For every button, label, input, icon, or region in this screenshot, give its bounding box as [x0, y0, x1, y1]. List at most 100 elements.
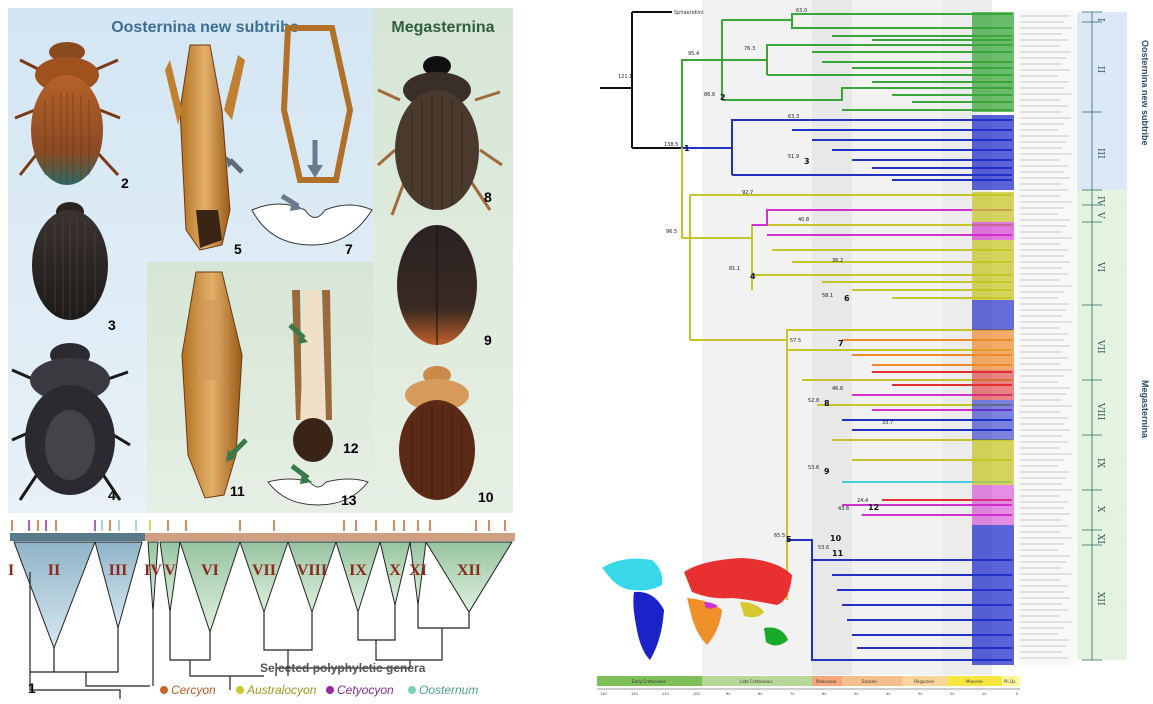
clade-label-IX: IX — [349, 562, 367, 579]
figure-number-9: 9 — [484, 332, 492, 348]
figure-number-10: 10 — [478, 489, 494, 505]
right-clade-V: V — [1095, 211, 1105, 219]
legend-label-cetyocyon: Cetyocyon — [337, 683, 394, 697]
clade-label-IV: IV — [144, 562, 162, 579]
period-label-late-cretaceous: Late Cretaceous — [740, 679, 773, 684]
figure-number-3: 3 — [108, 317, 116, 333]
time-tick-50: 50 — [854, 692, 858, 696]
right-clade-VI: VI — [1095, 261, 1105, 272]
time-tick-110: 110 — [662, 692, 669, 696]
geologic-timescale: Early Cretaceous Late Cretaceous Paleoce… — [597, 676, 1020, 696]
node-number-4: 4 — [750, 272, 756, 281]
right-clade-I: I — [1095, 18, 1105, 22]
time-tick-120: 120 — [631, 692, 638, 696]
node-number-9: 9 — [824, 467, 830, 476]
node-age-2: 138.5 — [664, 142, 678, 148]
right-clade-VII: VII — [1095, 339, 1105, 354]
node-age-23: 63.0 — [796, 8, 807, 14]
time-tick-130: 130 — [600, 692, 607, 696]
legend-swatch-cercyon — [160, 686, 168, 694]
node-age-18: 53.6 — [808, 465, 819, 471]
node-age-1: 121.1 — [618, 74, 632, 80]
side-label-megasternina: Megasternina — [1140, 380, 1150, 439]
period-label-eocene: Eocene — [862, 679, 877, 684]
clade-label-VII: VII — [252, 562, 276, 579]
node-number-6: 6 — [844, 294, 850, 303]
node-age-14: 57.5 — [790, 338, 801, 344]
node-age-6: 63.3 — [788, 114, 799, 120]
time-tick-80: 80 — [758, 692, 762, 696]
map-region-palearctic — [684, 558, 792, 605]
node-age-15: 52.8 — [808, 398, 819, 404]
clade-label-XI: XI — [409, 562, 427, 579]
figure-number-11: 11 — [230, 483, 245, 499]
time-tick-20: 20 — [950, 692, 954, 696]
node-age-21: 53.6 — [818, 545, 829, 551]
node-age-3: 95.4 — [688, 51, 699, 57]
clade-label-III: III — [109, 562, 128, 579]
node-age-22: 24.4 — [857, 498, 868, 504]
side-label-oosternina: Oosternina new subtribe — [1140, 40, 1150, 146]
tip-state-bar — [10, 520, 515, 541]
clade-label-VI: VI — [201, 562, 219, 579]
right-figure-panel: Sphaeridiini — [592, 0, 1153, 699]
right-clade-XI: XI — [1095, 534, 1105, 544]
figure-number-5: 5 — [234, 241, 242, 257]
node-age-12: 36.2 — [832, 258, 843, 264]
clade-label-II: II — [48, 562, 60, 579]
legend: Cercyon Australocyon Cetyocyon Oosternum — [160, 683, 478, 697]
node-age-11: 81.1 — [729, 266, 740, 272]
clade-label-V: V — [164, 562, 176, 579]
period-label-miocene: Miocene — [966, 679, 983, 684]
node-age-8: 92.7 — [742, 190, 753, 196]
clade-label-XII: XII — [457, 562, 481, 579]
time-tick-100: 100 — [693, 692, 700, 696]
figure-number-4: 4 — [108, 487, 116, 503]
right-clade-IX: IX — [1095, 458, 1105, 469]
node-number-10: 10 — [830, 534, 842, 543]
time-tick-90: 90 — [726, 692, 730, 696]
time-band-mid — [812, 0, 852, 675]
map-region-nearctic — [602, 559, 662, 591]
legend-label-oosternum: Oosternum — [419, 683, 478, 697]
node-number-2: 2 — [720, 93, 726, 102]
right-side-group-labels: Oosternina new subtribe Megasternina — [1140, 40, 1150, 439]
tip-bands — [972, 12, 1014, 665]
node-age-7: 51.9 — [788, 154, 799, 160]
left-figure-panel: Oosternina new subtribe Megasternina 2 3… — [0, 0, 516, 699]
legend-swatch-cetyocyon — [326, 686, 334, 694]
megasternina-inset-background — [147, 262, 373, 513]
figure-number-2: 2 — [121, 175, 129, 191]
left-figure-svg: Oosternina new subtribe Megasternina 2 3… — [0, 0, 516, 699]
node-age-9: 96.5 — [666, 229, 677, 235]
figure-number-7: 7 — [345, 241, 353, 257]
figure-number-8: 8 — [484, 189, 492, 205]
aedeagus-figure-12 — [290, 290, 333, 462]
node-number-12: 12 — [868, 503, 879, 512]
node-number-11: 11 — [832, 549, 844, 558]
right-clade-XII: XII — [1095, 592, 1105, 606]
node-number-1: 1 — [684, 144, 690, 153]
figure-number-12: 12 — [343, 440, 359, 456]
right-clade-VIII: VIII — [1095, 402, 1105, 421]
node-number-5: 5 — [786, 535, 792, 544]
right-clade-X: X — [1095, 506, 1105, 513]
node-number-8: 8 — [824, 399, 830, 408]
map-region-neotropical — [633, 592, 664, 660]
node-age-5: 86.6 — [704, 92, 715, 98]
right-tree-svg: Sphaeridiini — [592, 0, 1153, 699]
time-tick-60: 60 — [822, 692, 826, 696]
node-number-3: 3 — [804, 157, 810, 166]
clade-label-I: I — [8, 562, 14, 579]
node-age-4: 76.3 — [744, 46, 755, 52]
period-label-paleocene: Paleocene — [816, 679, 837, 684]
legend-label-cercyon: Cercyon — [171, 683, 216, 697]
period-label-early-cretaceous: Early Cretaceous — [632, 679, 666, 684]
oosternina-header: Oosternina new subtribe — [111, 19, 299, 36]
clade-label-X: X — [389, 562, 401, 579]
node-age-16: 46.6 — [832, 386, 843, 392]
megasternina-header: Megasternina — [391, 19, 494, 36]
time-tick-70: 70 — [790, 692, 794, 696]
node-age-10: 40.8 — [798, 217, 809, 223]
time-tick-40: 40 — [886, 692, 890, 696]
